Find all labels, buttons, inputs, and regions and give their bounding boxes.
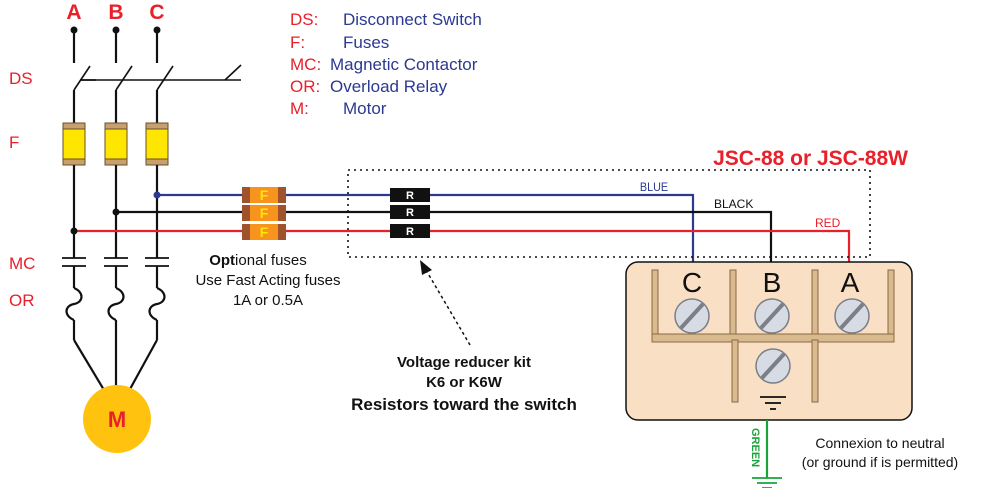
terminal-label-b: B	[763, 267, 782, 298]
screw-ground	[755, 348, 791, 384]
terminal-label-a: A	[841, 267, 860, 298]
optional-fuses-line2: Use Fast Acting fuses	[195, 272, 340, 289]
label-or: OR	[9, 291, 35, 310]
wire-label-red: RED	[815, 216, 841, 230]
magnetic-contactor	[62, 257, 169, 267]
kit-boundary	[347, 169, 871, 258]
legend-text: Magnetic Contactor	[330, 55, 478, 74]
blue-wire	[157, 193, 695, 262]
wire-label-blue: BLUE	[640, 182, 669, 195]
resistor-label: R	[406, 226, 414, 238]
resistor-label: R	[406, 207, 414, 219]
inline-fuse-label: F	[260, 187, 269, 203]
optional-fuses-line3: 1A or 0.5A	[233, 292, 303, 309]
black-wire	[116, 210, 773, 262]
inline-fuse-black: F	[242, 205, 286, 221]
legend-text: Disconnect Switch	[343, 10, 482, 29]
screw-c	[674, 298, 710, 334]
motor-label: M	[108, 407, 126, 432]
red-wire-junction	[70, 227, 78, 235]
motor-circle	[83, 385, 151, 453]
resistor-black: R	[390, 205, 430, 219]
device-title: JSC-88 or JSC-88W	[713, 147, 908, 170]
legend-abbr: MC:	[290, 55, 321, 74]
main-fuse-a	[62, 122, 86, 166]
resistor-label: R	[406, 190, 414, 202]
neutral-note-line1: Connexion to neutral	[815, 435, 944, 451]
main-fuse-c	[145, 122, 169, 166]
label-mc: MC	[9, 254, 35, 273]
phase-label-a: A	[66, 1, 81, 24]
contactor-to-overload-lines	[72, 266, 159, 288]
phase-label-c: C	[149, 1, 164, 24]
label-f: F	[9, 133, 19, 152]
supply-lines	[72, 30, 159, 63]
terminal-label-c: C	[682, 267, 702, 298]
screw-a	[834, 298, 870, 334]
inline-fuse-red: F	[242, 224, 286, 240]
kit-note-line1: Voltage reducer kit	[397, 354, 531, 371]
inline-fuse-label: F	[260, 224, 269, 240]
wire-label-green: GREEN	[749, 428, 761, 467]
terminal-bars	[651, 269, 895, 403]
legend-text: Overload Relay	[330, 77, 448, 96]
red-wire	[74, 229, 851, 262]
inline-fuse-blue: F	[242, 187, 286, 203]
external-ground-icon	[752, 477, 782, 488]
legend-text: Fuses	[343, 33, 389, 52]
switch-to-fuse-lines	[72, 90, 159, 123]
kit-note-line2: K6 or K6W	[426, 374, 503, 391]
legend-text: Motor	[343, 99, 387, 118]
phase-label-b: B	[108, 1, 123, 24]
box-ground-icon	[760, 396, 786, 410]
kit-pointer-arrowhead	[420, 260, 432, 275]
legend-abbr: OR:	[290, 77, 320, 96]
screw-b	[754, 298, 790, 334]
resistor-blue: R	[390, 188, 430, 202]
legend-abbr: M:	[290, 99, 309, 118]
kit-pointer-line	[425, 269, 471, 346]
wire-label-black: BLACK	[714, 197, 753, 211]
inline-fuse-label: F	[260, 205, 269, 221]
black-wire-junction	[112, 208, 120, 216]
kit-note-line3: Resistors toward the switch	[351, 395, 577, 414]
legend-abbr: F:	[290, 33, 305, 52]
resistor-red: R	[390, 224, 430, 238]
main-fuse-b	[104, 122, 128, 166]
optional-fuses-line1: Optional fuses	[209, 252, 307, 269]
label-ds: DS	[9, 69, 33, 88]
blue-wire-junction	[153, 191, 161, 199]
legend-abbr: DS:	[290, 10, 318, 29]
legend: DS: Disconnect Switch F: Fuses MC: Magne…	[290, 10, 482, 118]
disconnect-switch	[73, 64, 242, 91]
overload-relay	[65, 286, 166, 322]
neutral-note-line2: (or ground if is permitted)	[802, 454, 958, 470]
